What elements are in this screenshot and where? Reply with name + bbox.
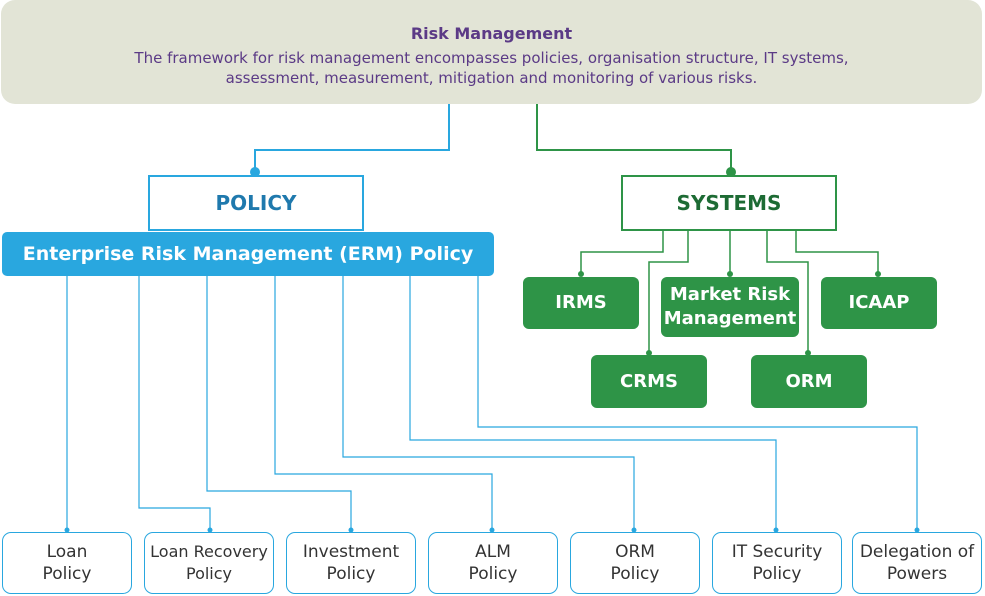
policy-item-line2: Powers (886, 564, 948, 584)
connector-dot-investment (348, 527, 354, 533)
policy-item-line2: Policy (42, 564, 92, 584)
connector-dot-loan (64, 527, 70, 533)
banner-title: Risk Management (410, 24, 573, 43)
systems-heading: SYSTEMS (621, 175, 837, 231)
connector-dot-icaap (875, 271, 881, 277)
policy-item-loan: Loan Policy (2, 532, 132, 594)
policy-item-line2: Policy (326, 564, 376, 584)
policy-item-line2: Policy (610, 564, 660, 584)
policy-item-line1: ORM (615, 542, 655, 562)
system-orm: ORM (751, 355, 867, 408)
connector-dot-alm (489, 527, 495, 533)
connector-systems-crms (648, 231, 689, 355)
connector-dot-systems (726, 167, 736, 177)
policy-item-line2: Policy (185, 564, 233, 583)
connector-erm-delegation (477, 276, 918, 532)
policy-item-line1: Investment (302, 542, 400, 562)
policy-item-it-security: IT Security Policy (712, 532, 842, 594)
policy-item-line1: Loan (46, 542, 88, 562)
connector-systems-irms (580, 231, 664, 276)
connector-erm-orm (342, 276, 635, 532)
connector-erm-investment (206, 276, 352, 532)
system-crms: CRMS (591, 355, 707, 408)
connector-header-policy (254, 104, 450, 175)
connector-erm-it-security (409, 276, 777, 532)
policy-item-investment: Investment Policy (286, 532, 416, 594)
connector-dot-delegation (914, 527, 920, 533)
connector-systems-icaap (795, 231, 879, 276)
connector-dot-market (727, 271, 733, 277)
policy-item-alm: ALM Policy (428, 532, 558, 594)
policy-item-orm: ORM Policy (570, 532, 700, 594)
connector-erm-loan-recovery (138, 276, 211, 532)
policy-item-line2: Policy (468, 564, 518, 584)
connector-dot-crms (646, 350, 652, 356)
system-market-risk: Market Risk Management (661, 277, 799, 337)
policy-item-line1: Delegation of (859, 542, 975, 562)
connector-erm-alm (274, 276, 493, 532)
policy-item-line1: ALM (475, 542, 511, 562)
system-market-risk-line1: Market Risk (669, 284, 791, 305)
system-irms: IRMS (523, 277, 639, 329)
policy-item-delegation: Delegation of Powers (852, 532, 982, 594)
policy-item-loan-recovery: Loan Recovery Policy (144, 532, 274, 594)
risk-management-banner: Risk Management The framework for risk m… (1, 0, 982, 104)
connector-dot-it-security (773, 527, 779, 533)
connector-dot-policy (250, 167, 260, 177)
policy-item-line2: Policy (752, 564, 802, 584)
policy-heading: POLICY (148, 175, 364, 231)
connector-dot-orm-policy (631, 527, 637, 533)
policy-item-line1: Loan Recovery (150, 542, 268, 561)
policy-item-line1: IT Security (731, 542, 823, 562)
erm-policy-bar: Enterprise Risk Management (ERM) Policy (2, 232, 494, 276)
connector-systems-orm (766, 231, 809, 355)
connector-dot-orm (805, 350, 811, 356)
connector-dot-loan-recovery (207, 527, 213, 533)
system-icaap: ICAAP (821, 277, 937, 329)
system-market-risk-line2: Management (663, 308, 797, 329)
connector-dot-irms (578, 271, 584, 277)
connector-header-systems (536, 104, 732, 175)
banner-description: The framework for risk management encomp… (134, 49, 849, 87)
